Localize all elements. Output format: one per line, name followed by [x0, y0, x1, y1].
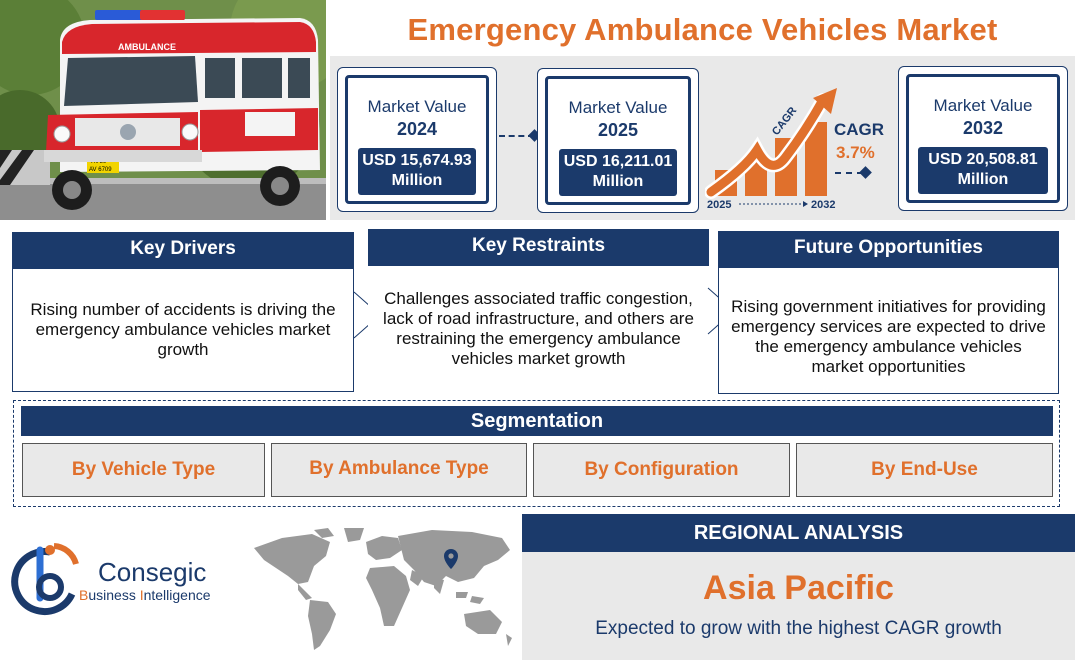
cagr-value: 3.7% — [836, 143, 875, 162]
connector-line — [499, 135, 534, 137]
future-opportunities-heading: Future Opportunities — [718, 231, 1059, 267]
key-drivers-text: Rising number of accidents is driving th… — [12, 268, 354, 392]
cagr-label: CAGR — [834, 120, 885, 139]
location-pin-icon — [444, 549, 458, 569]
market-value-amount: USD 20,508.81 Million — [918, 147, 1048, 194]
market-value-card-2024: Market Value 2024 USD 15,674.93 Million — [337, 67, 497, 212]
segmentation-heading: Segmentation — [21, 406, 1053, 436]
market-value-amount-line1: USD 15,674.93 — [362, 152, 472, 169]
key-restraints-heading: Key Restraints — [368, 229, 709, 265]
world-map-icon — [254, 528, 512, 650]
consegic-logo-icon — [11, 543, 79, 615]
market-value-amount-line2: Million — [592, 173, 644, 190]
segment-configuration: By Configuration — [533, 443, 790, 497]
market-value-year: 2024 — [396, 119, 438, 139]
market-value-amount: USD 16,211.01 Million — [559, 149, 677, 196]
market-value-year: 2032 — [962, 118, 1004, 138]
regional-analysis-heading: REGIONAL ANALYSIS — [522, 514, 1075, 552]
logo-name: Consegic — [98, 557, 207, 587]
logo-tagline-part: ntelligence — [143, 587, 211, 603]
market-value-label: Market Value — [568, 98, 668, 117]
connector-line — [835, 172, 863, 174]
market-value-card-2032: Market Value 2032 USD 20,508.81 Million — [898, 66, 1068, 211]
future-opportunities-text: Rising government initiatives for provid… — [718, 267, 1059, 394]
key-restraints-text: Challenges associated traffic congestion… — [368, 265, 709, 392]
key-drivers-heading: Key Drivers — [12, 232, 354, 268]
cagr-growth-icon: CAGR 2025 2032 — [705, 88, 837, 211]
segmentation-frame — [13, 400, 1060, 507]
plate-line2: AV 6709 — [89, 167, 112, 173]
logo-tagline: Business Intelligence — [79, 587, 211, 603]
market-value-amount-line2: Million — [957, 171, 1009, 188]
logo-tagline-part: I — [139, 587, 144, 603]
market-value-card-2025: Market Value 2025 USD 16,211.01 Million — [537, 68, 699, 213]
market-value-band: Market Value 2024 USD 15,674.93 Million … — [330, 56, 1075, 220]
ambulance-photo: AMBULANCE TN 59 AV 6709 — [0, 0, 326, 220]
region-description: Expected to grow with the highest CAGR g… — [595, 618, 1002, 639]
cagr-end-year: 2032 — [811, 199, 835, 211]
market-value-amount-line1: USD 16,211.01 — [563, 153, 673, 170]
market-value-amount: USD 15,674.93 Million — [358, 148, 476, 195]
logo-tagline-part: B — [79, 587, 89, 603]
logo-tagline-part: usiness — [88, 587, 140, 603]
segment-end-use: By End-Use — [796, 443, 1053, 497]
market-value-year: 2025 — [597, 120, 639, 140]
cagr-start-year: 2025 — [707, 199, 731, 211]
segment-vehicle-type: By Vehicle Type — [22, 443, 265, 497]
regional-analysis-body: Asia Pacific Expected to grow with the h… — [522, 552, 1075, 660]
market-value-amount-line1: USD 20,508.81 — [928, 151, 1038, 168]
region-name: Asia Pacific — [703, 569, 894, 607]
windshield-ambulance-text: AMBULANCE — [118, 42, 176, 52]
segment-ambulance-type: By Ambulance Type — [271, 443, 527, 497]
market-value-label: Market Value — [367, 97, 467, 116]
market-value-label: Market Value — [933, 96, 1033, 115]
infographic-title: Emergency Ambulance Vehicles Market — [407, 12, 998, 47]
market-value-amount-line2: Million — [391, 172, 443, 189]
